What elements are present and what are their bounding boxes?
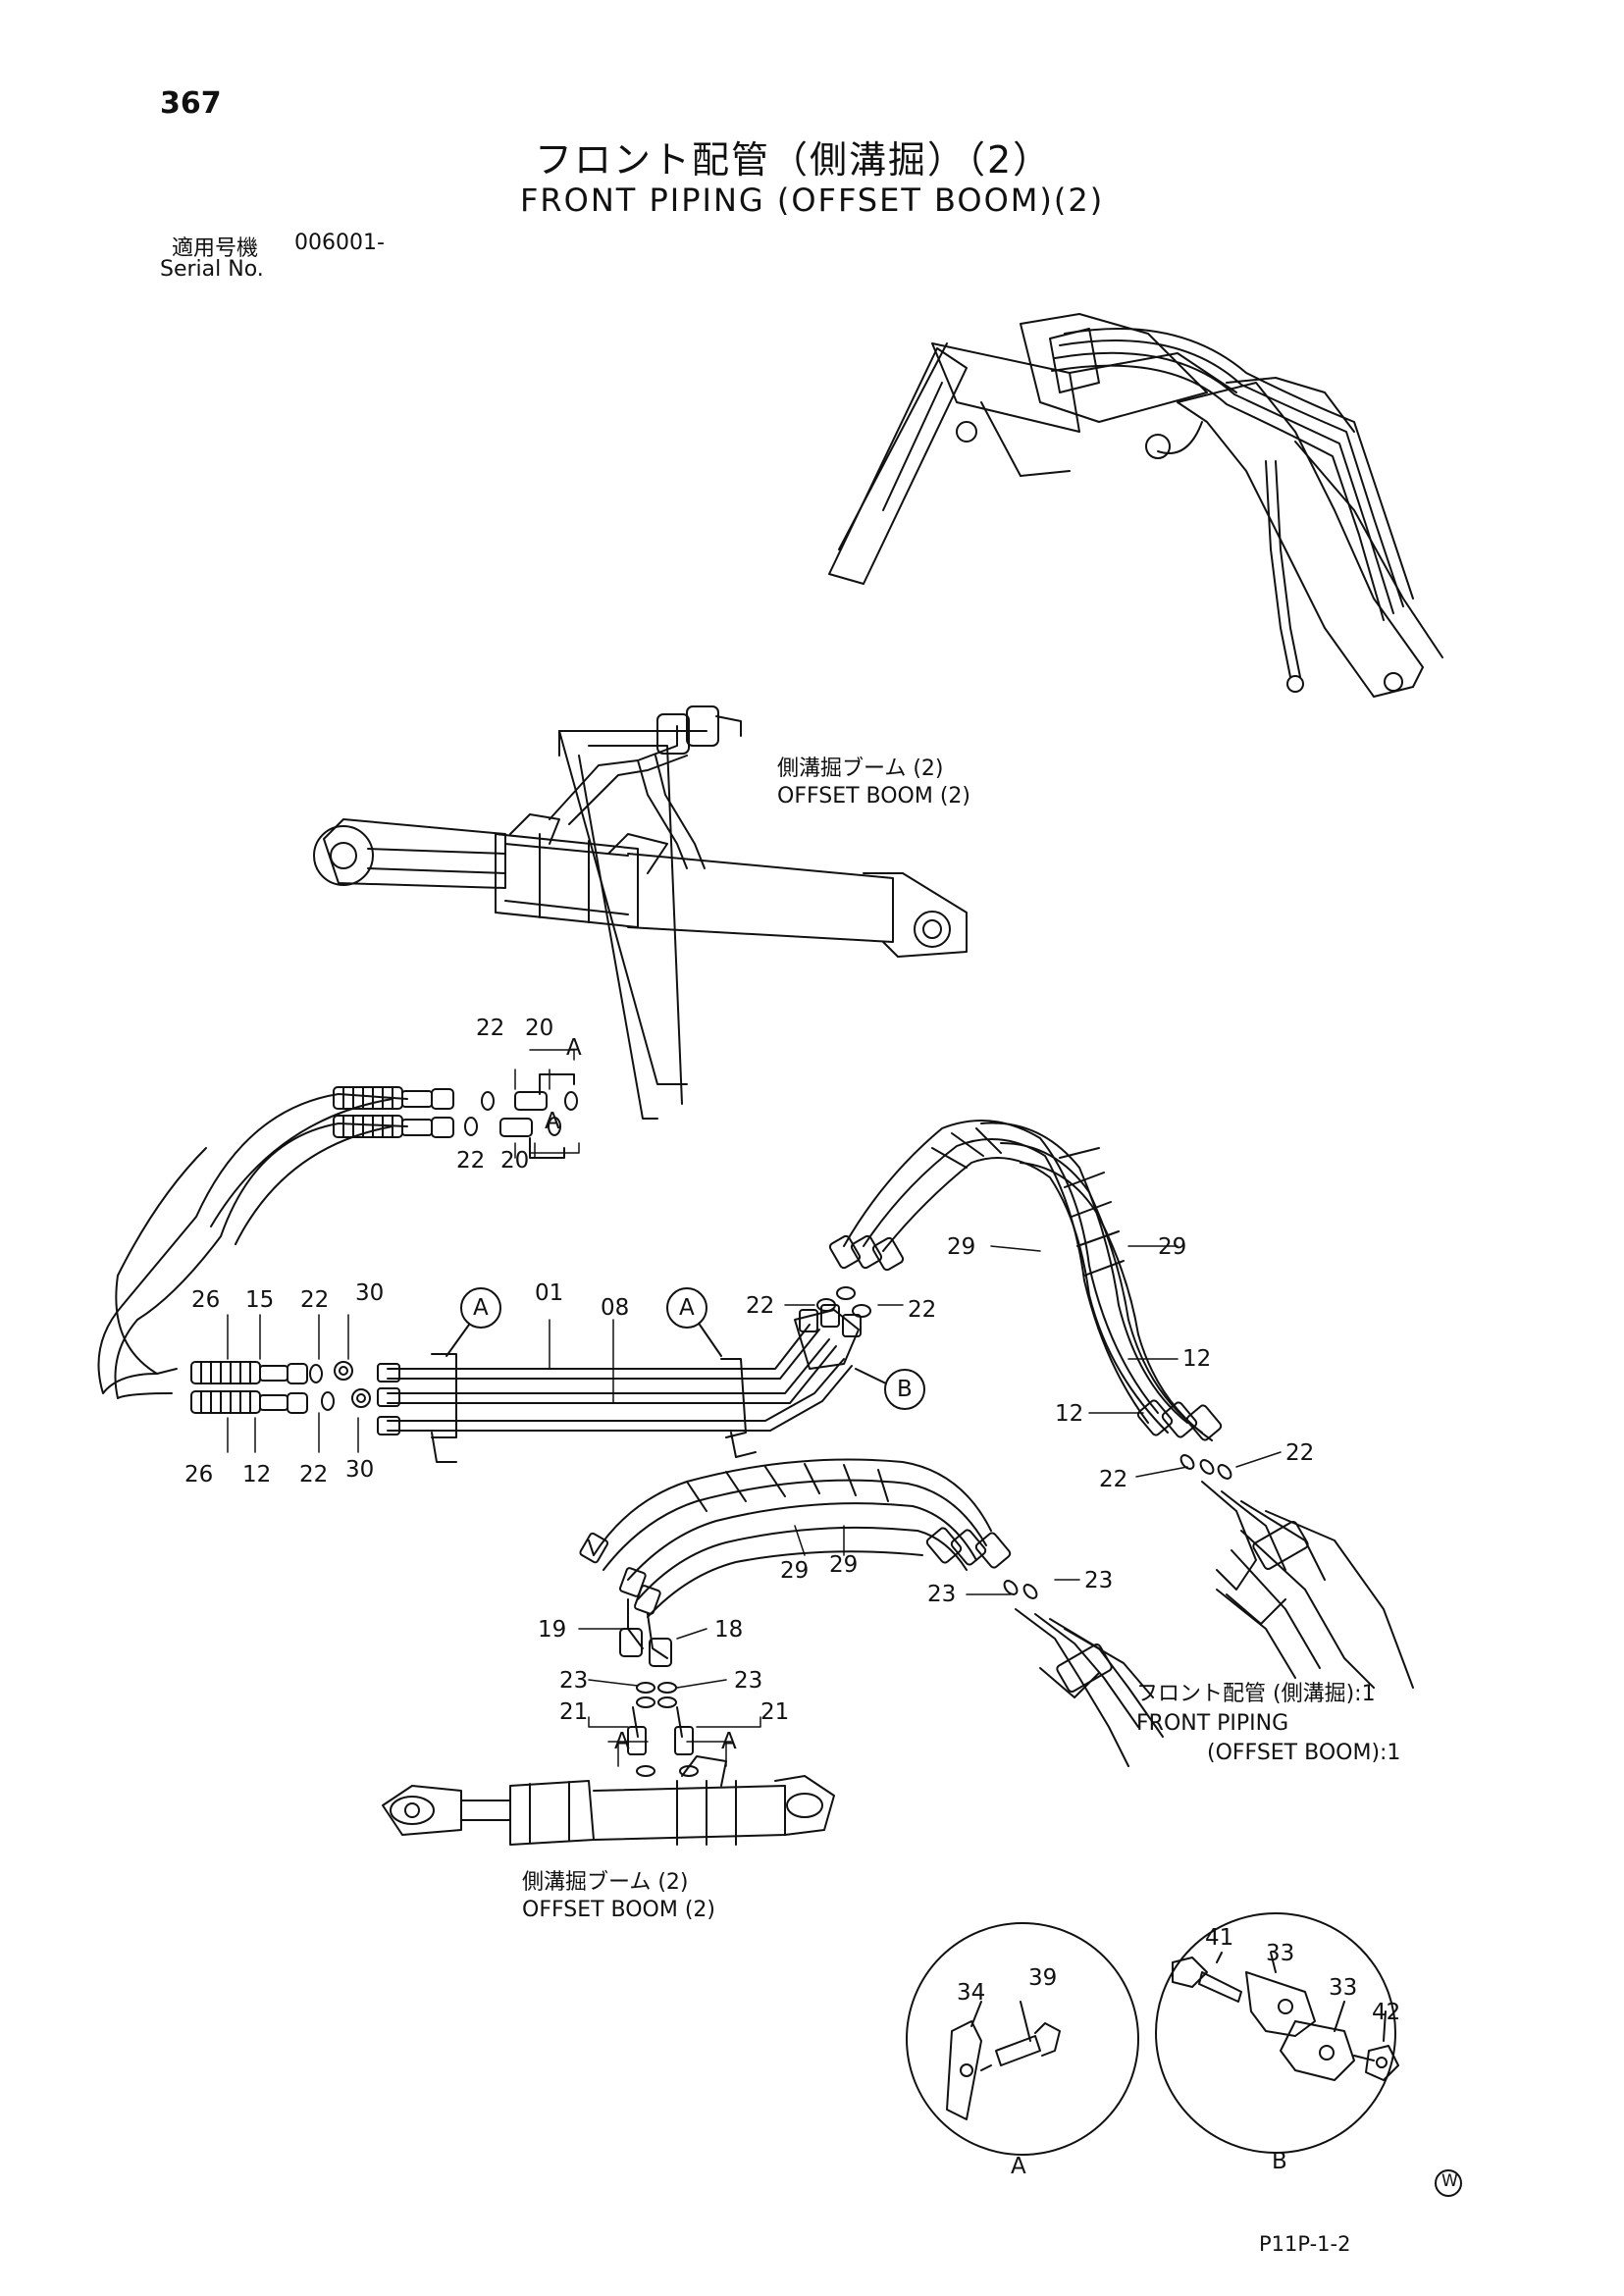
middle-hose-assembly	[115, 1147, 371, 1414]
upper-offset-boom-cylinder	[313, 813, 968, 958]
part-number: 33	[1329, 1975, 1358, 2001]
part-number: 23	[734, 1668, 763, 1694]
part-number: 22	[476, 1016, 505, 1041]
part-number: 26	[191, 1287, 221, 1313]
part-number: 21	[760, 1699, 790, 1725]
part-number: 22	[456, 1148, 486, 1174]
part-number: 21	[559, 1699, 589, 1725]
part-number: 29	[780, 1558, 810, 1584]
title-japanese: フロント配管（側溝掘）（2）	[535, 138, 1053, 182]
part-number: 22	[1285, 1440, 1315, 1466]
part-number: 12	[1055, 1401, 1084, 1427]
right-hose-assembly	[816, 1120, 1414, 1689]
w-mark-circle	[1435, 2169, 1462, 2197]
leader-lines	[227, 1049, 1282, 1767]
callout-a-left: A	[473, 1295, 489, 1321]
caption-front-piping-ja: フロント配管 (側溝掘):1	[1136, 1682, 1376, 1706]
part-number: 22	[908, 1297, 937, 1323]
part-number: 30	[345, 1457, 375, 1483]
part-number: A	[721, 1729, 737, 1754]
part-number: 12	[242, 1462, 272, 1487]
excavator-overview-illustration	[828, 313, 1443, 698]
page-code: P11P-1-2	[1259, 2232, 1351, 2256]
part-number: 30	[355, 1280, 385, 1306]
part-number: 33	[1266, 1941, 1295, 1966]
caption-front-piping-en-2: (OFFSET BOOM):1	[1207, 1741, 1401, 1765]
part-number: 23	[559, 1668, 589, 1694]
part-number: 29	[829, 1552, 859, 1578]
title-english: FRONT PIPING (OFFSET BOOM)(2)	[520, 182, 1105, 219]
part-number: 22	[300, 1287, 330, 1313]
serial-label-english: Serial No.	[160, 257, 264, 282]
detail-a-label: A	[1011, 2154, 1026, 2179]
caption-offset-boom-lower-ja: 側溝掘ブーム (2)	[522, 1870, 689, 1895]
part-number: 29	[1158, 1234, 1187, 1260]
lower-hose-assembly	[579, 1458, 1164, 1777]
central-pipe-assembly	[377, 1304, 862, 1463]
part-number: 18	[714, 1617, 744, 1643]
part-number: A	[614, 1729, 630, 1754]
page-number: 367	[160, 86, 222, 121]
lower-offset-boom-cylinder	[382, 1755, 835, 1846]
w-mark: W	[1441, 2171, 1458, 2191]
detail-b-circle	[1155, 1912, 1399, 2154]
part-number: 22	[746, 1293, 775, 1319]
part-number: 20	[525, 1016, 554, 1041]
part-number: A	[566, 1035, 582, 1061]
part-number: 12	[1182, 1346, 1212, 1372]
part-number: 29	[947, 1234, 976, 1260]
caption-offset-boom-upper-ja: 側溝掘ブーム (2)	[777, 757, 944, 781]
part-number: 23	[927, 1582, 957, 1607]
part-number: A	[545, 1109, 560, 1134]
part-number: 01	[535, 1280, 564, 1306]
callout-a-right: A	[679, 1295, 695, 1321]
part-number: 20	[500, 1148, 530, 1174]
detail-a-circle	[906, 1922, 1139, 2156]
part-number: 26	[184, 1462, 214, 1487]
part-number: 23	[1084, 1568, 1114, 1593]
part-number: 22	[299, 1462, 329, 1487]
detail-b-label: B	[1272, 2149, 1287, 2174]
caption-offset-boom-upper-en: OFFSET BOOM (2)	[777, 784, 971, 809]
part-number: 15	[245, 1287, 275, 1313]
serial-label-japanese: 適用号機	[172, 236, 259, 261]
part-number: 42	[1372, 2000, 1401, 2025]
part-number: 39	[1028, 1965, 1058, 1991]
part-number: 34	[957, 1980, 986, 2006]
callout-b: B	[897, 1377, 913, 1402]
serial-value: 006001-	[294, 231, 385, 255]
part-number: 08	[601, 1295, 630, 1321]
part-number: 19	[538, 1617, 567, 1643]
callout-bubbles	[445, 1287, 925, 1410]
caption-front-piping-en-1: FRONT PIPING	[1136, 1711, 1289, 1736]
caption-offset-boom-lower-en: OFFSET BOOM (2)	[522, 1898, 716, 1922]
part-number: 41	[1205, 1925, 1234, 1951]
upper-tube-assembly	[97, 1073, 578, 1399]
part-number: 22	[1099, 1467, 1128, 1492]
upper-cylinder-hose-lines	[549, 705, 742, 1120]
